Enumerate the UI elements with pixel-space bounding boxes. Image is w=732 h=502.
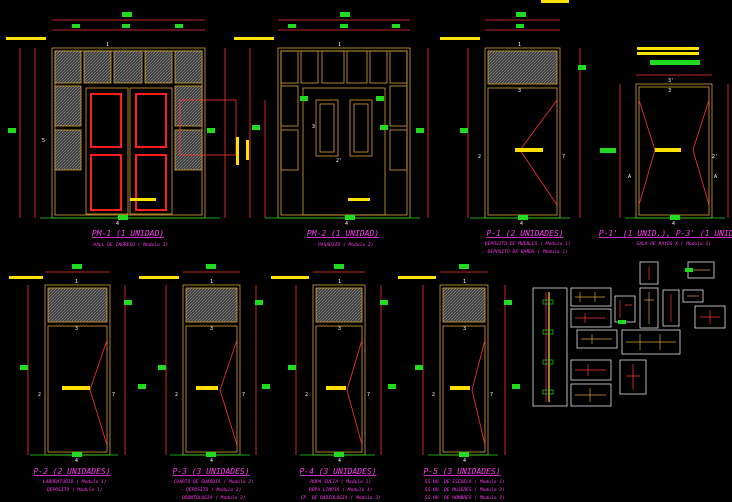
p1b-dim-center: 2' — [712, 154, 718, 160]
door-note: - SS.HH. DE MUJERES ( Modulo 2) — [419, 487, 505, 493]
highlight-bar — [6, 37, 46, 40]
door-title: P-5 (3 UNIDADES) — [423, 467, 500, 476]
pm2-dim-top: 1 — [338, 42, 341, 48]
highlight-bar — [234, 37, 274, 40]
p5-dim-mid: 3 — [463, 326, 466, 332]
pm1-dim-bottom: 4 — [116, 221, 119, 227]
p1-tags — [460, 12, 608, 220]
p2-dim-mid: 3 — [75, 326, 78, 332]
door-pm1-drawing — [19, 19, 237, 219]
highlight-bar — [196, 386, 218, 390]
p1b-dim-hinge-left: A — [628, 174, 631, 180]
highlight-bar — [236, 137, 239, 165]
door-title: P-2 (2 UNIDADES) — [33, 467, 110, 476]
highlight-bar — [637, 52, 699, 55]
door-note: - ODONTOLOGIA ( Modulo 2) — [176, 495, 245, 501]
door-title: P-4 (3 UNIDADES) — [299, 467, 376, 476]
highlight-bar — [541, 0, 569, 3]
highlight-bar — [398, 276, 436, 279]
highlight-bar — [246, 140, 249, 160]
p1-dim-top: 1 — [518, 42, 521, 48]
highlight-bar — [348, 198, 370, 201]
pm1-dim-top: 1 — [106, 42, 109, 48]
p2-tags — [20, 264, 146, 457]
door-title: PM-1 (1 UNIDAD) — [92, 229, 164, 238]
p5-dim-bottom: 4 — [463, 458, 466, 464]
p4-dim-bottom: 4 — [338, 458, 341, 464]
door-note: - DEPOSITO ( Modulo 2) — [181, 487, 242, 493]
highlight-bar — [515, 148, 543, 152]
door-title: P-3 (3 UNIDADES) — [172, 467, 249, 476]
pm1-dim-side: 5 — [42, 138, 45, 144]
p3-dim-right: 7 — [242, 392, 245, 398]
highlight-bar — [271, 276, 309, 279]
highlight-bar — [326, 386, 346, 390]
p4-dim-mid: 3 — [338, 326, 341, 332]
p2-dim-right: 7 — [112, 392, 115, 398]
door-note: - SS.HH. DE HOMBRES ( Modulo 2) — [419, 495, 505, 501]
pm1-tags — [8, 12, 215, 220]
door-note: - SALA DE RAYOS X ( Modulo 2) — [631, 241, 711, 247]
p4-dim-right: 7 — [367, 392, 370, 398]
door-note: - SS.HH. DE ESCUELA ( Modulo 1) — [419, 479, 505, 485]
p5-tags — [415, 264, 520, 457]
p1b-dim-inner: 3' — [668, 78, 674, 84]
highlight-bar — [450, 386, 470, 390]
door-note: - PASADIZO ( Modulo 2) — [313, 242, 374, 248]
p1-dim-left: 2 — [478, 154, 481, 160]
highlight-bar — [637, 47, 699, 50]
door-note: - CUARTO DE GUARDIA ( Modulo 2) — [168, 479, 254, 485]
door-note: - HALL DE INGRESO ( Modulo 1) — [88, 242, 168, 248]
door-note: - CP. DE RADIOLOGIA ( Modulo 2) — [295, 495, 381, 501]
door-title: PM-2 (1 UNIDAD) — [307, 229, 379, 238]
p2-dim-left: 2 — [38, 392, 41, 398]
p3-tags — [158, 264, 270, 457]
door-note: - DEPOSITO DE BAÑOS ( Modulo 1) — [482, 248, 568, 255]
door-note: - LABORATORIO ( Modulo 1) — [37, 479, 106, 485]
p5-dim-right: 7 — [490, 392, 493, 398]
p5-dim-left: 2 — [432, 392, 435, 398]
door-p2-drawing — [27, 271, 126, 456]
pm2-dim-center: 2' — [336, 158, 342, 164]
highlight-bar — [655, 148, 681, 152]
details-tags — [618, 268, 693, 324]
p4-dim-left: 2 — [305, 392, 308, 398]
door-note: - ROPA LIMPIA ( Modulo 1) — [303, 487, 372, 493]
p1-dim-right: 7 — [562, 154, 565, 160]
door-title: P-1' (1 UNID.), P-3' (1 UNID.) — [599, 229, 732, 238]
tag-bar — [650, 60, 700, 65]
p1-dim-bottom: 4 — [520, 221, 523, 227]
p2-dim-top: 1 — [75, 279, 78, 285]
p5-dim-top: 1 — [463, 279, 466, 285]
door-note: - DEPOSITO ( Modulo 1) — [42, 487, 103, 493]
p3-dim-top: 1 — [210, 279, 213, 285]
pm2-dim-mid: 3 — [312, 124, 315, 130]
p1b-dim-mid: 3 — [668, 88, 671, 94]
highlight-bar — [130, 198, 156, 201]
pm2-tags — [252, 12, 424, 220]
door-note: - DEPOSITO DE MUEBLES ( Modulo 1) — [479, 241, 570, 247]
p3-dim-left: 2 — [175, 392, 178, 398]
door-pm2-drawing — [249, 19, 429, 219]
p4-dim-top: 1 — [338, 279, 341, 285]
p1b-tags — [608, 148, 680, 220]
p1b-dim-hinge-right: A — [714, 174, 717, 180]
p2-dim-bottom: 4 — [75, 458, 78, 464]
p3-dim-mid: 3 — [210, 326, 213, 332]
highlight-bar — [440, 37, 480, 40]
door-p4-drawing — [295, 271, 382, 456]
p1b-dim-bottom: 4 — [672, 221, 675, 227]
p4-tags — [288, 264, 396, 457]
highlight-bar — [9, 276, 43, 279]
door-note: - ROPA SUCIA ( Modulo 1) — [305, 479, 371, 485]
pm2-dim-bottom: 4 — [345, 221, 348, 227]
door-title: P-1 (2 UNIDADES) — [486, 229, 563, 238]
door-p3-drawing — [165, 271, 257, 456]
p3-dim-bottom: 4 — [210, 458, 213, 464]
highlight-bar — [62, 386, 90, 390]
p1-dim-mid: 3 — [518, 88, 521, 94]
highlight-bar — [139, 276, 179, 279]
